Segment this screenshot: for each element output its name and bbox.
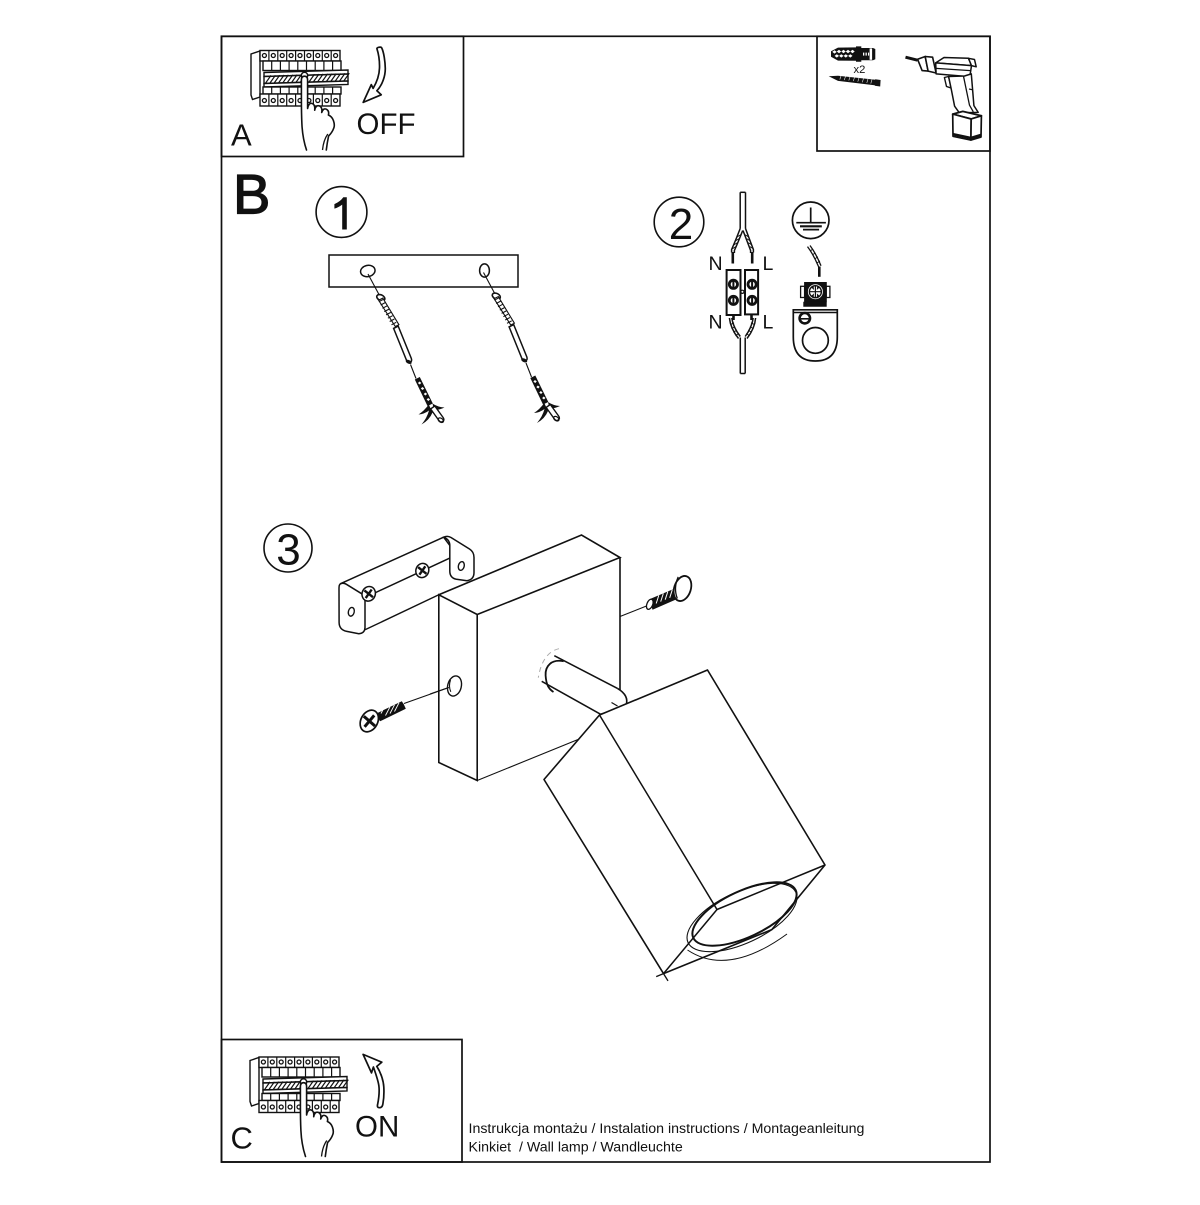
svg-text:B: B <box>233 163 270 226</box>
svg-text:N: N <box>709 253 723 275</box>
svg-text:C: C <box>231 1121 253 1156</box>
svg-text:x2: x2 <box>854 64 866 76</box>
svg-text:Instrukcja montażu / Instalati: Instrukcja montażu / Instalation instruc… <box>469 1121 865 1137</box>
svg-text:ON: ON <box>355 1111 399 1144</box>
svg-text:Kinkiet / Wall lamp / Wandleu: Kinkiet / Wall lamp / Wandleuchte <box>469 1140 683 1156</box>
svg-text:L: L <box>763 312 774 334</box>
svg-text:2: 2 <box>669 200 693 249</box>
svg-text:L: L <box>763 253 774 275</box>
svg-text:3: 3 <box>276 526 300 575</box>
svg-text:N: N <box>709 312 723 334</box>
svg-text:A: A <box>231 118 252 153</box>
svg-text:OFF: OFF <box>357 108 416 141</box>
